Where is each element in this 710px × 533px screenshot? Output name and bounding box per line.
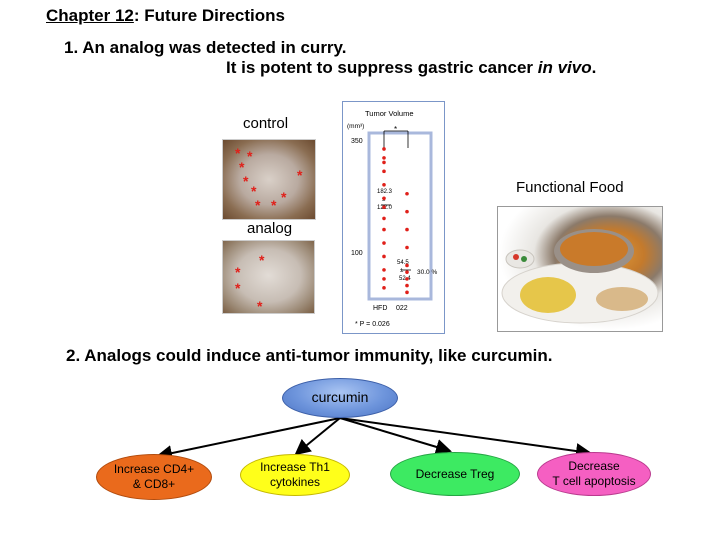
data-point [405, 227, 409, 232]
side-bowl [505, 249, 535, 269]
data-point [405, 290, 409, 295]
tumor-marker: * [243, 173, 249, 189]
chapter-label: Chapter 12 [46, 6, 134, 25]
tumor-marker: * [271, 197, 277, 213]
analog-mean: 54.5 [397, 260, 409, 266]
tomato [513, 254, 519, 260]
node-line: cytokines [269, 475, 320, 489]
data-point [382, 216, 386, 221]
hfd-mean: 182.3 [377, 189, 393, 195]
data-point [382, 147, 386, 151]
data-point [382, 268, 386, 272]
node-line: T cell apoptosis [552, 474, 636, 488]
point1-line1: 1. An analog was detected in curry. [64, 38, 347, 57]
data-point [382, 241, 386, 245]
analog-sd: 52.4 [399, 276, 411, 282]
data-point [405, 270, 409, 274]
page-title: Chapter 12: Future Directions [46, 6, 285, 26]
data-point [382, 227, 386, 232]
data-point [382, 169, 386, 174]
analog-label: analog [247, 220, 293, 237]
control-photo: * * * * * * * * * [222, 139, 316, 220]
decrease-treg-node: Decrease Treg [390, 452, 520, 496]
tumor-marker: * [235, 280, 241, 296]
arrow-to-cd4-cd8 [156, 417, 341, 461]
control-label: control [243, 115, 289, 132]
data-point [405, 277, 409, 281]
data-point [405, 245, 409, 250]
x-tick-022: 022 [396, 305, 408, 312]
node-line: Increase CD4+ [113, 462, 195, 476]
tumor-marker: * [239, 159, 245, 175]
tumor-marker: * [235, 145, 241, 161]
data-point [405, 209, 409, 214]
tumor-marker: * [255, 197, 261, 213]
node-line: Decrease [568, 459, 620, 473]
y-tick-100: 100 [351, 250, 363, 257]
data-points [382, 147, 409, 295]
data-point [382, 160, 386, 165]
tumor-volume-chart-frame: Tumor Volume (mm³) 350 100 HFD 022 * 182… [342, 101, 445, 334]
curcumin-node: curcumin [282, 378, 398, 418]
data-point [382, 196, 386, 201]
significance-star: * [394, 125, 397, 134]
plot-frame [367, 131, 433, 301]
point2: 2. Analogs could induce anti-tumor immun… [66, 346, 553, 365]
y-axis-label: (mm³) [347, 123, 364, 130]
curry [560, 232, 628, 266]
arrow-to-treg [339, 417, 452, 455]
data-point [382, 183, 386, 187]
tumor-marker: * [281, 189, 287, 205]
point1-line2: It is potent to suppress gastric cancer … [226, 58, 596, 78]
tumor-marker: * [297, 167, 303, 183]
flatbread [596, 287, 648, 311]
point1-line2-italic: in vivo [537, 58, 592, 77]
tumor-marker: * [251, 183, 257, 199]
tumor-marker: * [235, 264, 241, 280]
functional-food-label: Functional Food [516, 179, 624, 196]
increase-cd4-cd8-node: Increase CD4+& CD8+ [96, 454, 212, 500]
arrow-to-th1 [294, 417, 341, 456]
point1-line2-end: . [591, 58, 597, 77]
p-value: * P = 0.026 [355, 321, 390, 328]
data-point [382, 254, 386, 259]
data-point [382, 277, 386, 281]
curry-photo [497, 206, 663, 332]
node-line: Decrease Treg [415, 466, 495, 481]
percent-label: 30.0 % [417, 269, 437, 276]
y-tick-350: 350 [351, 138, 363, 145]
analog-pm: ± [400, 268, 404, 274]
chapter-title: : Future Directions [133, 6, 285, 25]
data-point [405, 191, 409, 196]
herb [521, 256, 527, 262]
node-line: & CD8+ [132, 477, 176, 491]
node-line: Increase Th1 [260, 460, 330, 474]
data-point [405, 263, 409, 268]
curry-illustration [501, 229, 659, 324]
tumor-marker: * [257, 298, 263, 314]
chart-title: Tumor Volume [365, 109, 414, 118]
point1-line2-text: It is potent to suppress gastric cancer [226, 58, 538, 77]
data-point [382, 156, 386, 160]
tumor-marker: * [259, 252, 265, 268]
data-point [382, 286, 386, 290]
arrow-to-apoptosis [339, 417, 592, 459]
rice [520, 277, 576, 313]
tumor-volume-chart: Tumor Volume (mm³) 350 100 HFD 022 * 182… [347, 109, 437, 328]
x-tick-hfd: HFD [373, 305, 387, 312]
tumor-marker: * [247, 148, 253, 164]
analog-photo: * * * * [222, 240, 315, 314]
data-point [405, 283, 409, 288]
data-point [382, 205, 386, 209]
